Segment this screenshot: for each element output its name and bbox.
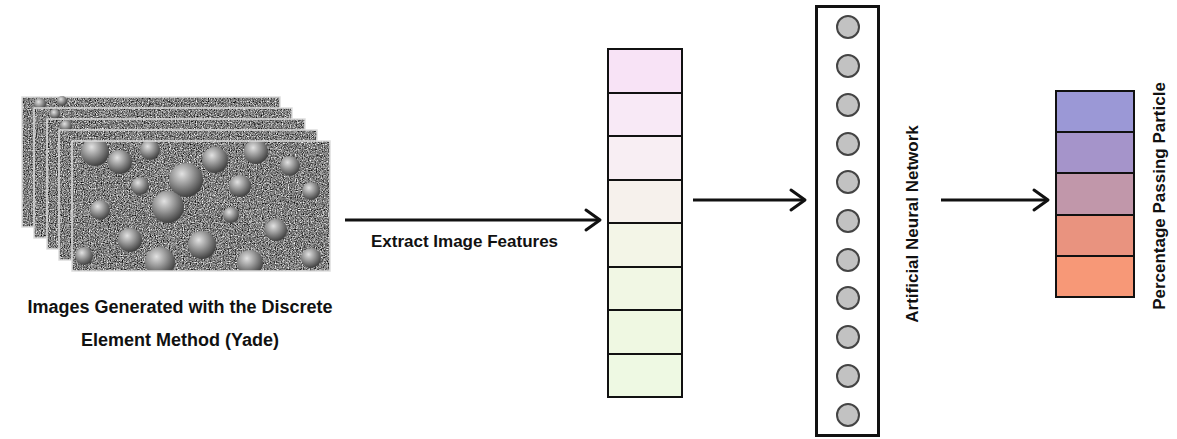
sphere-particles [75, 141, 321, 271]
vector-cell [609, 224, 681, 268]
arrow-head [791, 190, 805, 210]
neuron-circle [836, 325, 860, 349]
image-caption: Images Generated with the Discrete Eleme… [5, 291, 355, 357]
arrow-line [941, 199, 1048, 202]
flow-arrow [941, 190, 1048, 210]
flow-arrow [693, 190, 805, 210]
neuron-circle [836, 54, 860, 78]
vector-cell [1057, 133, 1133, 174]
arrow-head [586, 210, 600, 230]
vector-cell [609, 137, 681, 181]
vector-cell [1057, 216, 1133, 257]
neuron-circle [836, 248, 860, 272]
vector-cell [609, 311, 681, 355]
image-stack-node: Images Generated with the Discrete Eleme… [20, 95, 332, 271]
neuron-circle [836, 286, 860, 310]
vector-cell [1057, 174, 1133, 215]
neuron-circle [836, 209, 860, 233]
vertical-label: Artificial Neural Network [903, 125, 923, 322]
network-layer: Artificial Neural Network [815, 5, 880, 437]
vector-cell [609, 181, 681, 225]
edge-label: Extract Image Features [369, 232, 560, 252]
vector-cell [1057, 257, 1133, 296]
vertical-label: Percentage Passing Particle [1150, 82, 1170, 310]
vector-cell [609, 50, 681, 94]
vector-box: Percentage Passing Particle [1055, 90, 1135, 298]
image-frame [72, 138, 330, 277]
vector-box [607, 48, 683, 398]
neuron-circle [836, 364, 860, 388]
arrow-head [1034, 190, 1048, 210]
vector-cell [609, 94, 681, 138]
vector-cell [609, 355, 681, 397]
neuron-circle [836, 93, 860, 117]
neuron-circle [836, 132, 860, 156]
flow-arrow [345, 210, 600, 230]
neuron-circle [836, 403, 860, 427]
neuron-circle [836, 15, 860, 39]
vector-cell [609, 268, 681, 312]
arrow-line [345, 219, 600, 222]
arrow-line [693, 199, 805, 202]
vector-cell [1057, 92, 1133, 133]
neuron-circle [836, 170, 860, 194]
